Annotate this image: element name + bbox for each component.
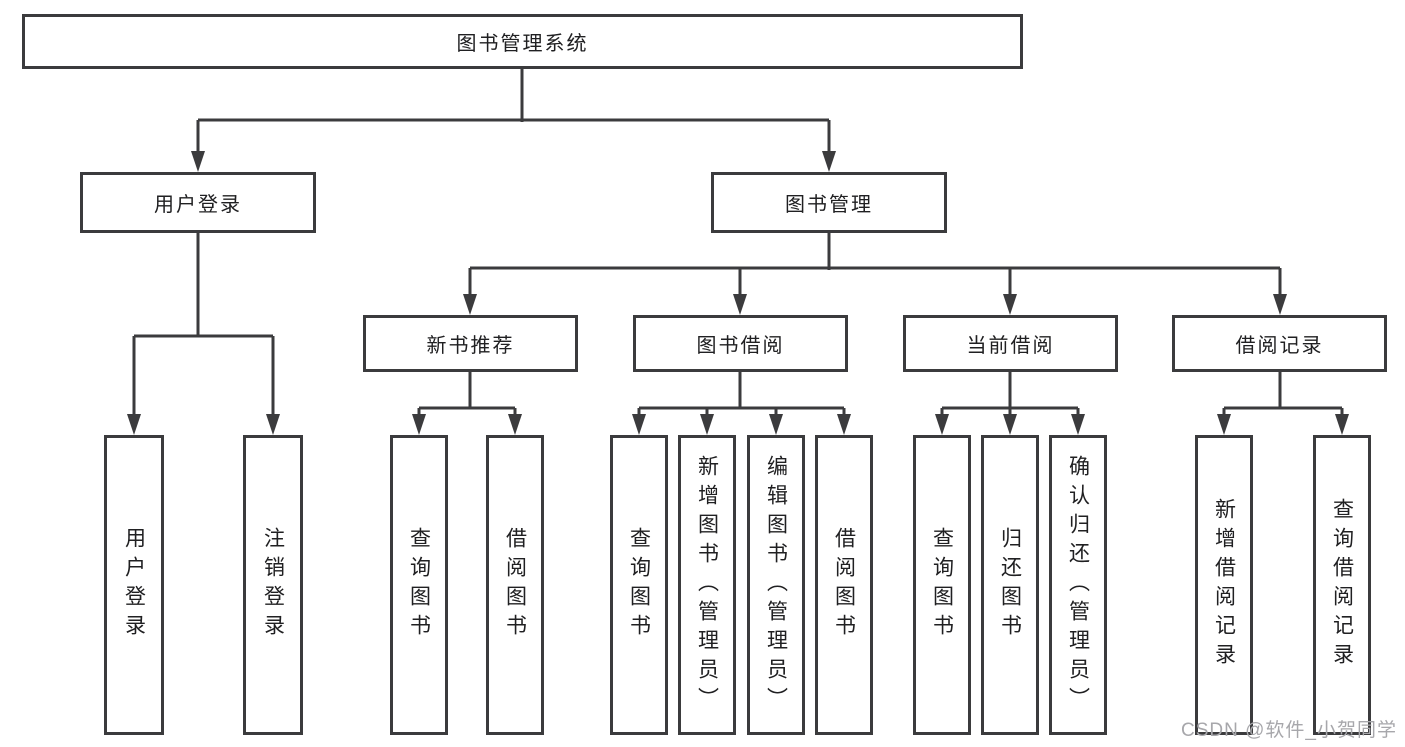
leaf-label: 查询借阅记录 <box>1330 498 1354 672</box>
leaf-label: 查询图书 <box>930 527 954 643</box>
leaf-label: 用户登录 <box>122 527 146 643</box>
node-current-borrowing: 当前借阅 <box>903 315 1118 372</box>
node-borrowing-records: 借阅记录 <box>1172 315 1387 372</box>
leaf-label: 确认归还（管理员） <box>1066 454 1090 716</box>
leaf-user-login: 用户登录 <box>104 435 164 735</box>
leaf-label: 新增借阅记录 <box>1212 498 1236 672</box>
leaf-edit-book-admin: 编辑图书（管理员） <box>747 435 805 735</box>
tree-edges <box>132 69 1344 418</box>
leaf-borrow-books: 借阅图书 <box>815 435 873 735</box>
leaf-label: 查询图书 <box>627 527 651 643</box>
leaf-label: 新增图书（管理员） <box>695 454 719 716</box>
node-user-login: 用户登录 <box>80 172 316 233</box>
leaf-query-books-recommend: 查询图书 <box>390 435 448 735</box>
leaf-query-books-borrowing: 查询图书 <box>610 435 668 735</box>
leaf-add-book-admin: 新增图书（管理员） <box>678 435 736 735</box>
leaf-label: 借阅图书 <box>832 527 856 643</box>
leaf-add-borrowing-record: 新增借阅记录 <box>1195 435 1253 735</box>
csdn-watermark: CSDN @软件_小贺同学 <box>1181 720 1397 741</box>
leaf-logout: 注销登录 <box>243 435 303 735</box>
leaf-label: 归还图书 <box>998 527 1022 643</box>
leaf-label: 编辑图书（管理员） <box>764 454 788 716</box>
arrow-down-icons <box>127 151 1349 435</box>
leaf-return-books: 归还图书 <box>981 435 1039 735</box>
leaf-label: 查询图书 <box>407 527 431 643</box>
leaf-query-books-current: 查询图书 <box>913 435 971 735</box>
leaf-label: 注销登录 <box>261 527 285 643</box>
leaf-label: 借阅图书 <box>503 527 527 643</box>
node-book-management: 图书管理 <box>711 172 947 233</box>
leaf-confirm-return-admin: 确认归还（管理员） <box>1049 435 1107 735</box>
leaf-query-borrowing-record: 查询借阅记录 <box>1313 435 1371 735</box>
node-new-book-recommend: 新书推荐 <box>363 315 578 372</box>
node-library-management-system: 图书管理系统 <box>22 14 1023 69</box>
node-book-borrowing: 图书借阅 <box>633 315 848 372</box>
leaf-borrow-books-recommend: 借阅图书 <box>486 435 544 735</box>
